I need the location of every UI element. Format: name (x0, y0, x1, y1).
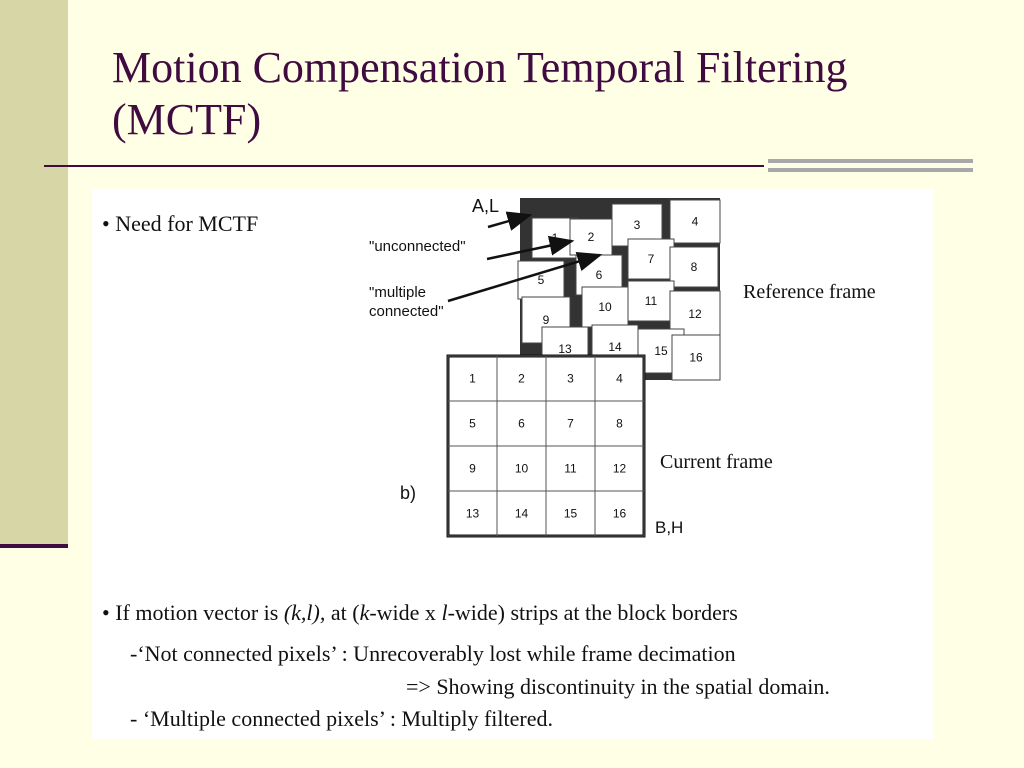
current-cell-label: 10 (515, 462, 529, 476)
label-al: A,L (472, 196, 500, 216)
bullet2-k: k (359, 600, 370, 625)
slide-title-line2: (MCTF) (112, 95, 262, 144)
current-cell-label: 2 (518, 372, 525, 386)
reference-block-label: 3 (634, 218, 641, 232)
label-unconnected: "unconnected" (369, 238, 466, 255)
reference-block: 12 (669, 290, 721, 338)
decor-bar-bottom (768, 168, 973, 172)
label-multiple-line2: connected" (369, 303, 444, 320)
reference-block-label: 12 (688, 307, 702, 321)
reference-block: 11 (627, 280, 675, 322)
arrow-al (487, 211, 533, 231)
reference-block-label: 9 (543, 313, 550, 327)
reference-block: 2 (569, 218, 613, 256)
current-cell-label: 16 (613, 507, 627, 521)
arrow-unconnected (486, 235, 575, 261)
slide-title-line1: Motion Compensation Temporal Filtering (112, 43, 848, 92)
current-cell-label: 1 (469, 372, 476, 386)
slide-title: Motion Compensation Temporal Filtering (… (112, 42, 992, 146)
bullet2-mid1: at ( (325, 600, 360, 625)
bullet2-kl: (k,l), (283, 600, 326, 625)
sidebar-bar (0, 0, 68, 548)
text-multiple-connected: - ‘Multiple connected pixels’ : Multiply… (130, 706, 553, 731)
reference-block-label: 14 (608, 340, 622, 354)
reference-block: 4 (669, 199, 721, 244)
current-cell-label: 6 (518, 417, 525, 431)
reference-block-label: 5 (538, 273, 545, 287)
reference-block-label: 4 (692, 215, 699, 229)
reference-block-label: 8 (691, 260, 698, 274)
label-reference-frame: Reference frame (743, 281, 876, 303)
current-cell-label: 5 (469, 417, 476, 431)
current-cell: 16 (594, 490, 645, 537)
reference-block: 7 (627, 238, 675, 280)
current-cell-label: 11 (564, 462, 577, 476)
reference-block-label: 13 (558, 342, 572, 356)
bullet-need-for-mctf: • Need for MCTF (102, 211, 259, 236)
current-cell-label: 15 (564, 507, 578, 521)
arrow-multiple-connected (447, 251, 603, 303)
bullet2-prefix: • If motion vector is (102, 600, 284, 625)
current-cell-label: 9 (469, 462, 476, 476)
sidebar-accent-line (0, 544, 68, 548)
label-current-frame: Current frame (660, 451, 773, 473)
current-cell-label: 4 (616, 372, 623, 386)
current-cell-label: 3 (567, 372, 574, 386)
bullet2-l: l (441, 600, 448, 625)
reference-block-label: 11 (645, 294, 658, 308)
reference-block-label: 2 (588, 230, 595, 244)
decor-bar-top (768, 159, 973, 163)
current-cell-label: 8 (616, 417, 623, 431)
label-multiple-line1: "multiple (369, 284, 427, 301)
reference-block-label: 7 (648, 252, 655, 266)
reference-block-label: 6 (596, 268, 603, 282)
reference-block: 10 (581, 286, 629, 328)
reference-block-label: 15 (654, 344, 668, 358)
bullet-motion-vector: • If motion vector is (k,l), at (k-wide … (102, 600, 738, 626)
title-rule (44, 165, 764, 167)
reference-block: 16 (671, 334, 721, 381)
reference-block-label: 16 (689, 351, 703, 365)
bullet2-suffix: -wide) strips at the block borders (447, 600, 738, 625)
text-not-connected: -‘Not connected pixels’ : Unrecoverably … (130, 641, 736, 666)
label-b: b) (400, 483, 417, 503)
current-cell-label: 7 (567, 417, 574, 431)
reference-block-label: 10 (598, 300, 612, 314)
label-bh: B,H (655, 518, 684, 537)
text-discontinuity: => Showing discontinuity in the spatial … (406, 674, 830, 699)
current-cell-label: 12 (613, 462, 627, 476)
bullet2-mid2: -wide x (369, 600, 442, 625)
current-cell-label: 13 (466, 507, 480, 521)
current-cell-label: 14 (515, 507, 529, 521)
reference-block: 8 (669, 246, 719, 288)
